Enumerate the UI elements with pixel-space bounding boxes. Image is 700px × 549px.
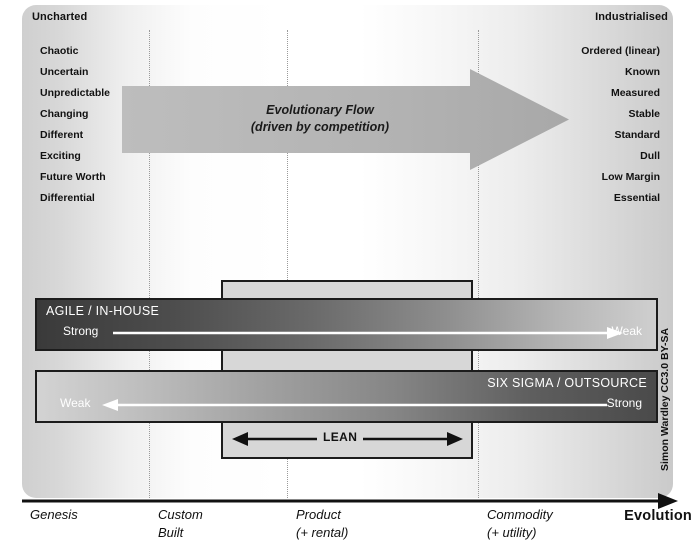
evolutionary-flow-label: Evolutionary Flow (driven by competition… (175, 102, 465, 136)
axis-stage-product: Product (+ rental) (296, 506, 348, 542)
lean-label: LEAN (317, 430, 364, 444)
axis-stage-custom-built: Custom Built (158, 506, 203, 542)
attribute-item: Standard (614, 129, 660, 141)
axis-title-evolution: Evolution (624, 508, 692, 524)
axis-stage-custom-line2: Built (158, 525, 184, 540)
flow-line-2: (driven by competition) (250, 120, 390, 134)
stage-divider-product-commodity (478, 30, 479, 498)
attribute-item: Chaotic (40, 45, 79, 57)
bar-six-sigma-right-end-label: Strong (606, 396, 642, 410)
flow-line-1: Evolutionary Flow (266, 103, 374, 117)
attribute-item: Ordered (linear) (581, 45, 660, 57)
stage-divider-genesis-custom (149, 30, 150, 498)
industrialised-attribute-list: Ordered (linear) Known Measured Stable S… (581, 41, 660, 209)
attribute-item: Essential (613, 192, 660, 204)
evolution-axis-arrow-icon (22, 492, 678, 512)
axis-stage-product-line2: (+ rental) (296, 525, 349, 540)
attribute-item: Uncertain (40, 66, 89, 78)
stage-divider-custom-product (287, 30, 288, 498)
bar-agile-in-house: AGILE / IN-HOUSE Strong Weak (35, 298, 658, 351)
axis-stage-genesis-line1: Genesis (30, 507, 78, 522)
attribute-item: Exciting (40, 150, 81, 162)
axis-stage-commodity-line1: Commodity (487, 507, 553, 522)
bar-six-sigma-title: SIX SIGMA / OUTSOURCE (487, 376, 647, 390)
axis-stage-product-line1: Product (296, 507, 341, 522)
attribute-item: Differential (40, 192, 95, 204)
axis-stage-custom-line1: Custom (158, 507, 203, 522)
bar-agile-title: AGILE / IN-HOUSE (46, 304, 160, 318)
axis-stage-genesis: Genesis (30, 506, 78, 524)
bar-six-sigma-arrow-icon (102, 396, 607, 414)
industrialised-heading: Industrialised (595, 11, 668, 23)
bar-six-sigma-left-end-label: Weak (60, 396, 91, 410)
attribute-item: Known (625, 66, 660, 78)
attribute-item: Stable (628, 108, 660, 120)
attribute-item: Different (40, 129, 84, 141)
bar-agile-left-end-label: Strong (63, 324, 99, 338)
axis-stage-commodity: Commodity (+ utility) (487, 506, 553, 542)
bar-agile-right-end-label: Weak (611, 324, 642, 338)
bar-agile-arrow-icon (113, 324, 623, 342)
attribute-item: Low Margin (601, 171, 660, 183)
attribute-item: Changing (40, 108, 89, 120)
attribute-item: Unpredictable (40, 87, 111, 99)
attribute-item: Dull (640, 150, 660, 162)
bar-six-sigma-outsource: SIX SIGMA / OUTSOURCE Weak Strong (35, 370, 658, 423)
uncharted-heading: Uncharted (32, 11, 88, 23)
uncharted-attribute-list: Chaotic Uncertain Unpredictable Changing… (40, 41, 110, 209)
evolutionary-flow-arrow-icon (122, 69, 569, 170)
attribute-item: Measured (610, 87, 660, 99)
attribution-text: Simon Wardley CC3.0 BY-SA (659, 327, 671, 471)
axis-stage-commodity-line2: (+ utility) (487, 525, 537, 540)
attribute-item: Future Worth (40, 171, 106, 183)
